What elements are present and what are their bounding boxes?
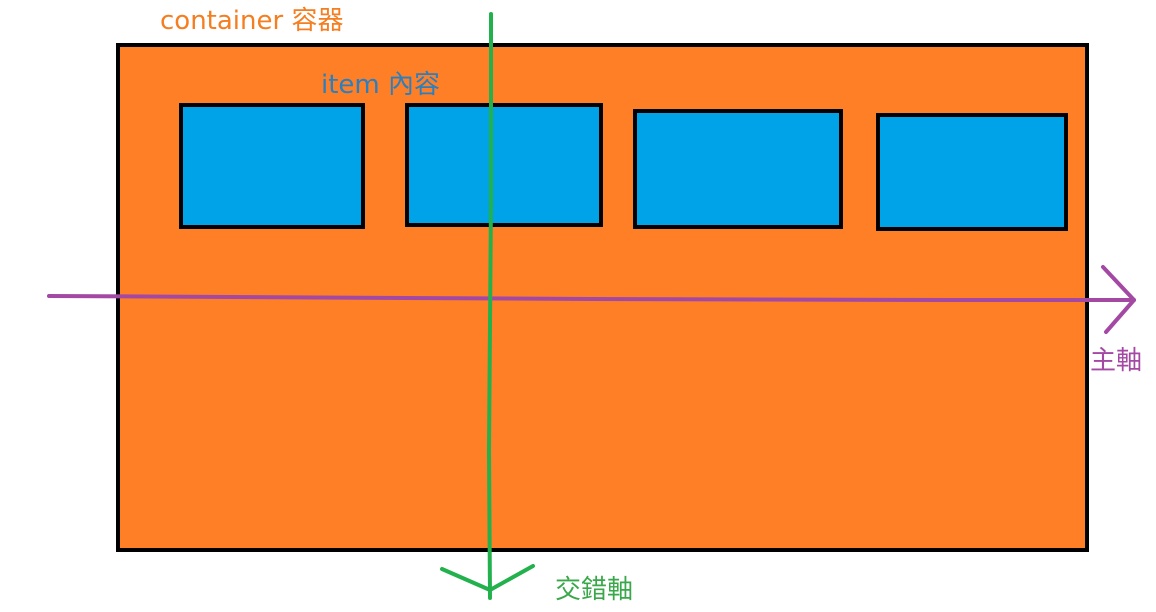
main-axis-arrowhead [1101,265,1136,334]
cross-axis-arrowhead [440,564,535,592]
flex-item-1 [179,103,365,229]
flex-item-3 [633,109,843,229]
main-axis-label: 主軸 [1090,346,1143,376]
flex-item-2 [405,103,603,227]
item-label: item 內容 [321,70,441,100]
container-label: container 容器 [160,6,344,36]
flex-item-4 [876,113,1068,231]
cross-axis-label: 交錯軸 [555,575,634,605]
